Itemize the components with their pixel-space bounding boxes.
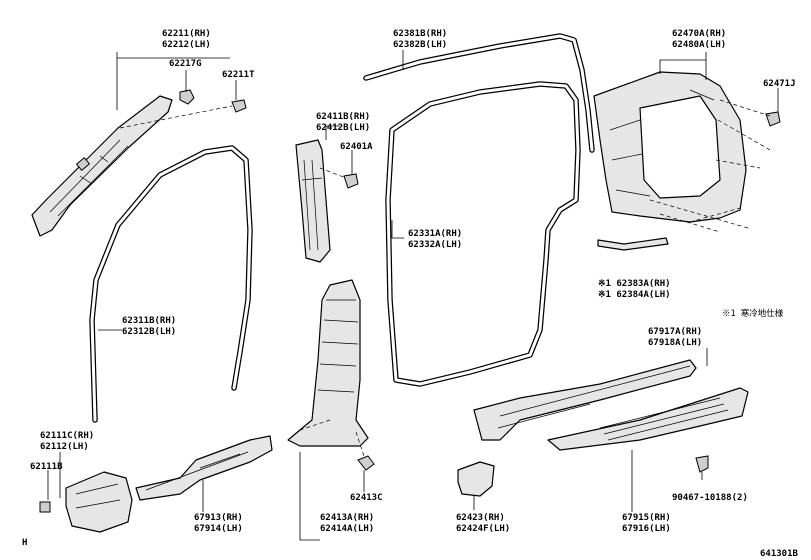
label-67916-lh: 67916(LH)	[622, 524, 671, 534]
label-62111b: 62111B	[30, 462, 63, 472]
cold-area-seal-strip	[597, 237, 669, 251]
label-62211t: 62211T	[222, 70, 255, 80]
label-62384a-lh: ※1 62384A(LH)	[598, 290, 671, 300]
corner-mark-h: H	[22, 538, 27, 548]
clip-62401A	[343, 173, 359, 189]
label-67918a-lh: 67918A(LH)	[648, 338, 702, 348]
label-67913-rh: 67913(RH)	[194, 513, 243, 523]
label-67917a-rh: 67917A(RH)	[648, 327, 702, 337]
part-labels: 62211(RH) 62212(LH) 62217G 62211T 62381B…	[22, 29, 799, 559]
label-62412b-lh: 62412B(LH)	[316, 123, 370, 133]
label-62413c: 62413C	[350, 493, 383, 503]
rear-step-cover	[547, 387, 749, 451]
front-pillar-garnish	[31, 95, 173, 237]
label-62413a-rh: 62413A(RH)	[320, 513, 374, 523]
leader-lines	[47, 50, 779, 541]
label-62217g: 62217G	[169, 59, 202, 69]
label-62212-lh: 62212(LH)	[162, 40, 211, 50]
quarter-trim-panel	[593, 71, 747, 223]
screw-90467	[695, 455, 709, 480]
roof-side-weatherstrip	[363, 33, 595, 153]
label-62470a-rh: 62470A(RH)	[672, 29, 726, 39]
label-62311b-rh: 62311B(RH)	[122, 316, 176, 326]
note-cold-area-spec: ※1 寒冷地仕様	[722, 308, 784, 319]
clip-62217G	[179, 89, 195, 105]
label-62401a: 62401A	[340, 142, 373, 152]
label-62423-rh: 62423(RH)	[456, 513, 505, 523]
step-bracket	[457, 461, 495, 497]
label-62331a-rh: 62331A(RH)	[408, 229, 462, 239]
label-90467-10188: 90467-10188(2)	[672, 493, 748, 503]
clip-62111B	[39, 501, 51, 513]
clip-62471J	[765, 111, 781, 127]
front-scuff-plate	[135, 435, 273, 501]
clip-62211T	[231, 99, 247, 113]
label-62112-lh: 62112(LH)	[40, 442, 89, 452]
center-pillar-upper-garnish	[295, 139, 331, 263]
cowl-side-trim	[65, 471, 133, 533]
label-62411b-rh: 62411B(RH)	[316, 112, 370, 122]
label-62211-rh: 62211(RH)	[162, 29, 211, 39]
label-62332a-lh: 62332A(LH)	[408, 240, 462, 250]
figure-code: 641301B	[760, 549, 799, 559]
label-62312b-lh: 62312B(LH)	[122, 327, 176, 337]
label-62471j: 62471J	[763, 79, 796, 89]
label-62414a-lh: 62414A(LH)	[320, 524, 374, 534]
rear-scuff-plate	[473, 359, 697, 441]
label-62111c-rh: 62111C(RH)	[40, 431, 94, 441]
label-67914-lh: 67914(LH)	[194, 524, 243, 534]
label-62383a-rh: ※1 62383A(RH)	[598, 279, 671, 289]
label-62381b-rh: 62381B(RH)	[393, 29, 447, 39]
rear-door-opening-weatherstrip	[385, 81, 581, 387]
center-pillar-lower-garnish	[287, 279, 369, 447]
label-62424f-lh: 62424F(LH)	[456, 524, 510, 534]
label-67915-rh: 67915(RH)	[622, 513, 671, 523]
front-door-opening-weatherstrip	[89, 145, 253, 423]
label-62382b-lh: 62382B(LH)	[393, 40, 447, 50]
clip-62413C	[357, 455, 375, 471]
label-62480a-lh: 62480A(LH)	[672, 40, 726, 50]
